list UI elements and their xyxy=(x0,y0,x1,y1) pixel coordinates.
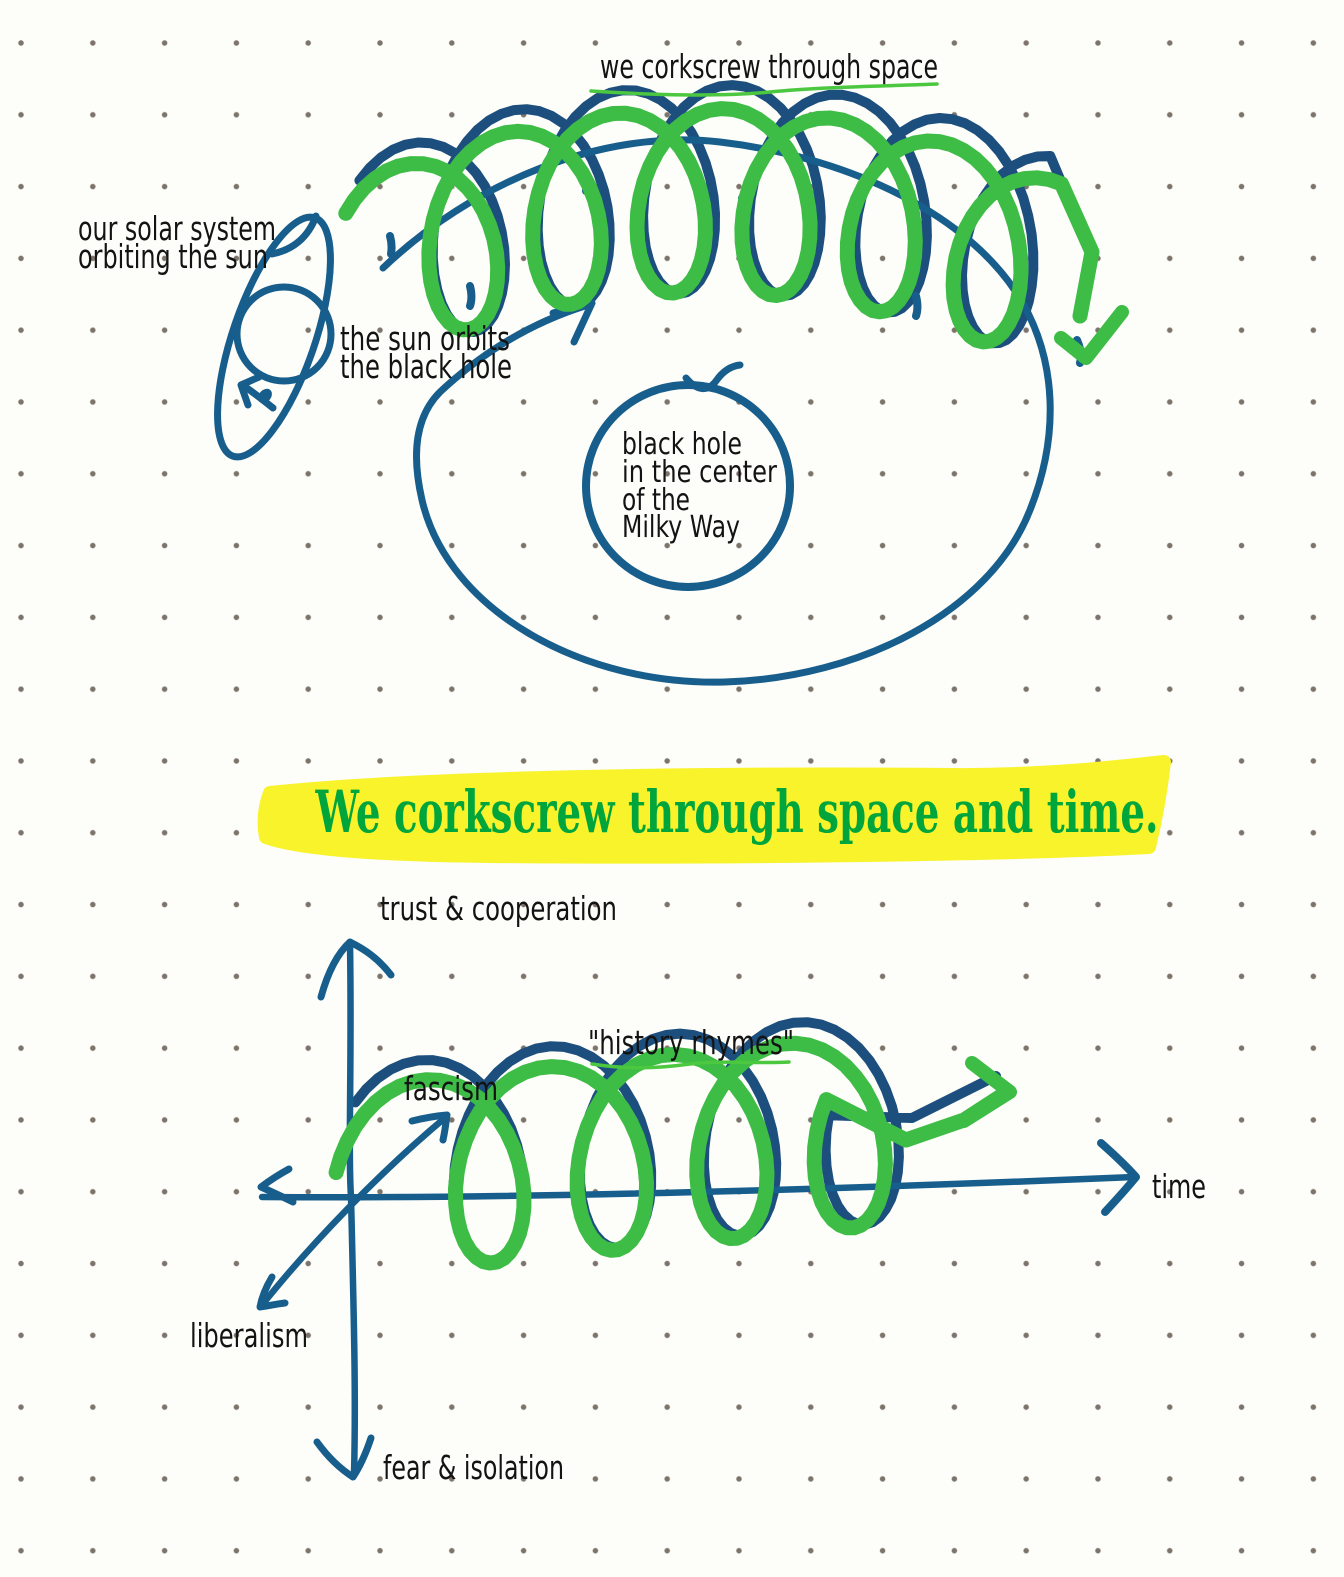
galaxy-orbit-ellipse xyxy=(379,136,1054,686)
history-arrowhead-icon xyxy=(957,1056,1017,1128)
milky-way-diagram: we corkscrew through space our solar sys… xyxy=(78,47,1129,686)
black-hole-label-line2: in the center xyxy=(622,455,778,490)
corkscrew-checkmark-arrow-icon xyxy=(1054,305,1129,365)
solar-system-label-line2: orbiting the sun xyxy=(78,237,268,276)
sun-orbit-label-line2: the black hole xyxy=(340,347,512,386)
solar-system-label-line1: our solar system xyxy=(78,209,276,248)
sun-circle xyxy=(233,283,335,385)
time-axis-left-arrowhead-icon xyxy=(257,1165,297,1206)
axis-label-liberalism: liberalism xyxy=(190,1316,308,1355)
space-corkscrew-marker xyxy=(338,101,1100,350)
black-hole-label-line4: Milky Way xyxy=(622,510,740,545)
corkscrew-pen-under-stroke xyxy=(354,80,1093,349)
space-caption-underline xyxy=(589,82,939,97)
solar-arrow-ink-blob xyxy=(258,388,272,404)
axis-label-fascism: fascism xyxy=(404,1069,498,1108)
history-corkscrew-marker xyxy=(328,1035,1012,1271)
axis-label-trust-cooperation: trust & cooperation xyxy=(380,889,617,928)
black-hole-label-line1: black hole xyxy=(622,427,742,462)
yellow-highlighter-stroke xyxy=(257,755,1171,864)
black-hole-label-line3: of the xyxy=(622,483,690,518)
spacetime-chart: "history rhymes" trust & cooperation fas… xyxy=(190,889,1206,1487)
diagonal-axis xyxy=(258,1113,450,1309)
sun-orbit-label-line1: the sun orbits xyxy=(340,319,510,358)
history-caption: "history rhymes" xyxy=(588,1023,794,1062)
banner: We corkscrew through space and time. xyxy=(257,755,1171,864)
axis-label-fear-isolation: fear & isolation xyxy=(383,1448,564,1487)
solar-arrowhead-icon xyxy=(237,373,263,409)
axis-label-time: time xyxy=(1152,1167,1206,1206)
fascism-arrowhead-icon xyxy=(408,1111,451,1144)
black-hole-crossover xyxy=(682,361,744,392)
space-caption: we corkscrew through space xyxy=(600,47,938,86)
time-axis xyxy=(258,1173,1138,1201)
liberalism-arrowhead-icon xyxy=(256,1273,289,1311)
vertical-axis-bottom-arrowhead-icon xyxy=(313,1434,375,1481)
time-axis-right-arrowhead-icon xyxy=(1097,1139,1140,1216)
history-caption-underline xyxy=(590,1060,791,1070)
banner-headline: We corkscrew through space and time. xyxy=(315,778,1159,846)
vertical-axis-top-arrowhead-icon xyxy=(317,938,395,1001)
solar-orbit-hook xyxy=(268,212,320,258)
